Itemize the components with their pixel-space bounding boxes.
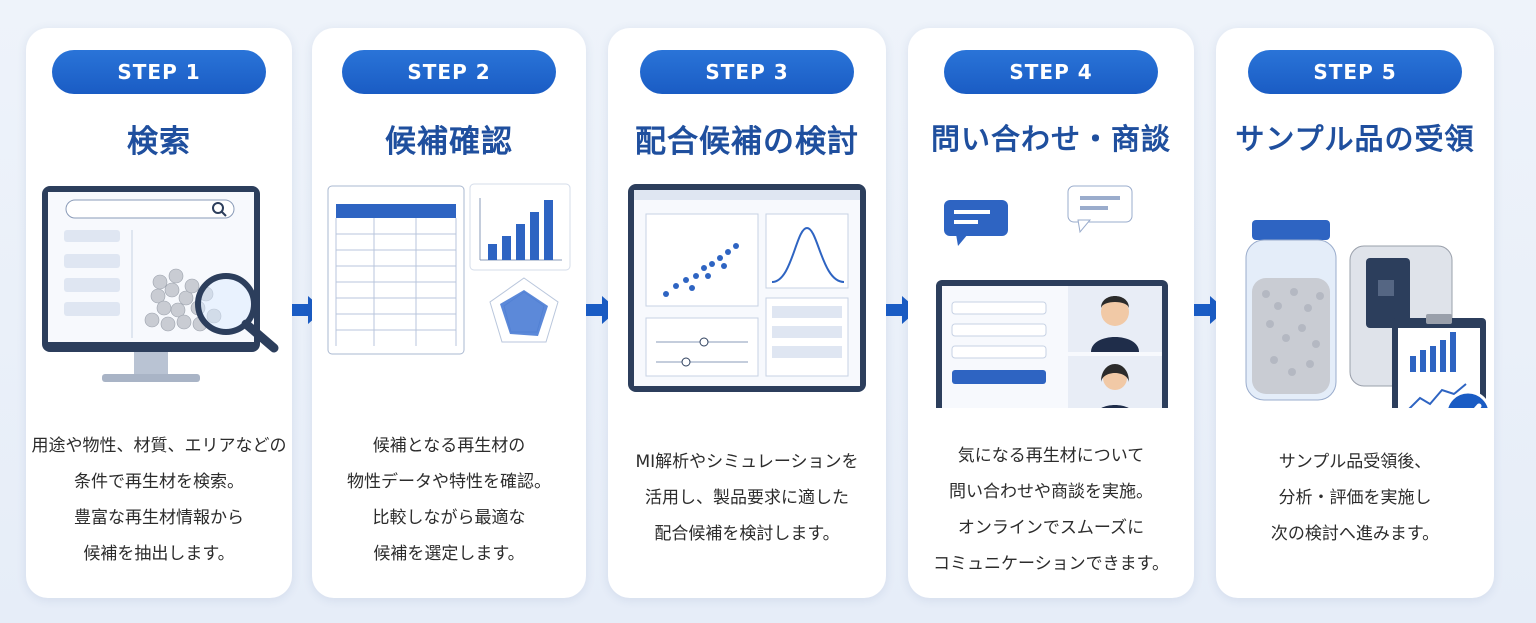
monitor-search-illustration — [42, 186, 279, 382]
simulation-dashboard-illustration — [628, 184, 866, 392]
online-meeting-laptop-illustration — [936, 185, 1168, 408]
step-card-5: STEP 5 サンプル品の受領 サンプル品受領後、 分析・評価を実施し 次の検討… — [1216, 28, 1494, 598]
step-desc-2: 候補となる再生材の 物性データや特性を確認。 比較しながら最適な 候補を選定しま… — [347, 436, 551, 564]
step-title-5: サンプル品の受領 — [1235, 122, 1475, 156]
step-title-4: 問い合わせ・商談 — [930, 122, 1171, 156]
data-table-chart-illustration — [327, 183, 571, 355]
step-card-2: STEP 2 候補確認 候補となる再生材の 物性データや特性を確認。 比較しなが… — [312, 28, 586, 598]
step-card-4: STEP 4 問い合わせ・商談 気になる再生材について 問い合わせや商談を実施。… — [908, 28, 1194, 598]
step-label-4: STEP 4 — [944, 50, 1158, 94]
step-desc-5: サンプル品受領後、 分析・評価を実施し 次の検討へ進みます。 — [1270, 452, 1440, 544]
step-title-3: 配合候補の検討 — [635, 124, 859, 160]
step-card-3: STEP 3 配合候補の検討 MI解析やシミュレーションを 活用し、製品要求に適… — [608, 28, 886, 598]
step-label-1: STEP 1 — [52, 50, 266, 94]
step-label-3: STEP 3 — [640, 50, 854, 94]
sample-jar-instrument-illustration — [1245, 220, 1491, 408]
step-label-5: STEP 5 — [1248, 50, 1462, 94]
step-title-1: 検索 — [127, 124, 191, 160]
step-desc-1: 用途や物性、材質、エリアなどの 条件で再生材を検索。 豊富な再生材情報から 候補… — [31, 436, 287, 564]
step-desc-3: MI解析やシミュレーションを 活用し、製品要求に適した 配合候補を検討します。 — [635, 452, 859, 544]
step-label-2: STEP 2 — [342, 50, 556, 94]
step-card-1: STEP 1 検索 用途や物性、材質、エリアなどの 条件で再生材を検索。 豊富な… — [26, 28, 292, 598]
step-desc-4: 気になる再生材について 問い合わせや商談を実施。 オンラインでスムーズに コミュ… — [933, 446, 1169, 574]
step-title-2: 候補確認 — [385, 124, 513, 160]
